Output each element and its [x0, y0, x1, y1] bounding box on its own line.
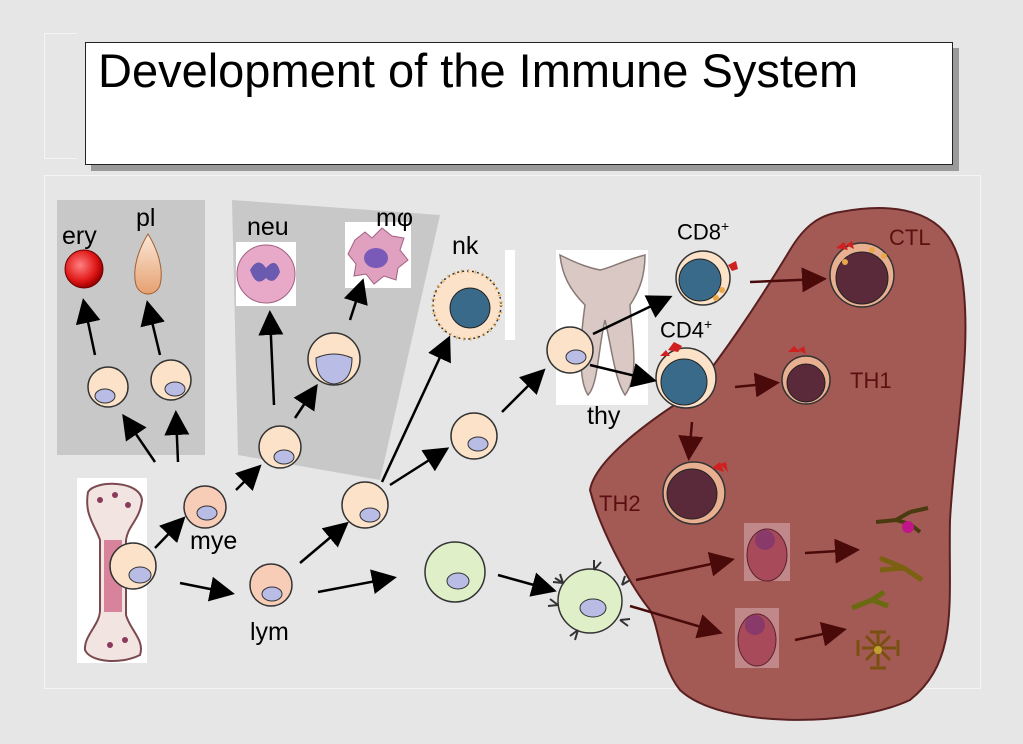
ctl-cell — [829, 241, 895, 308]
content-frame — [44, 175, 981, 689]
neu-precursor-cell — [258, 425, 302, 469]
effector-arrows — [629, 267, 860, 647]
antibody-aggregate-icon — [856, 630, 900, 670]
plasma-cell-2 — [735, 608, 779, 668]
label-cd8: CD8+ — [677, 218, 730, 245]
erythrocyte — [64, 249, 104, 289]
cd8-t-cell — [675, 250, 738, 306]
th1-cell — [781, 346, 831, 405]
platelet — [134, 233, 162, 295]
lym-progenitor-cell — [249, 563, 293, 607]
macrophage — [345, 222, 411, 288]
label-cd4: CD4+ — [660, 316, 713, 343]
label-mphi: mφ — [376, 204, 414, 232]
antibody-icon-1 — [879, 555, 924, 583]
plasma-cell-1 — [744, 523, 790, 582]
label-thy: thy — [587, 402, 621, 430]
b-cell — [547, 560, 631, 641]
page-title: Development of the Immune System — [98, 44, 859, 97]
label-pl: pl — [136, 204, 156, 232]
title-frame — [44, 33, 77, 159]
t-precursor-cell — [450, 412, 498, 460]
antibody-icon-2 — [851, 589, 889, 611]
thymocyte-cell — [546, 326, 594, 374]
nk-cell — [431, 269, 503, 341]
mye-progenitor-cell — [183, 485, 227, 529]
label-th2: TH2 — [599, 491, 641, 516]
label-ctl: CTL — [889, 225, 931, 250]
pl-precursor-cell — [150, 359, 192, 401]
th2-cell — [662, 461, 728, 525]
b-precursor-cell — [424, 541, 486, 603]
lymphoid-precursor-cell — [341, 481, 389, 529]
label-nk: nk — [452, 232, 479, 260]
nk-white-strip — [505, 250, 515, 340]
cd4-t-cell — [655, 342, 717, 409]
title-box: Development of the Immune System — [85, 42, 953, 165]
label-ery: ery — [62, 222, 97, 250]
label-mye: mye — [190, 527, 238, 555]
antibody-complex-icon — [875, 506, 929, 534]
label-neu: neu — [247, 213, 289, 241]
label-th1: TH1 — [850, 368, 892, 393]
neutrophil — [236, 242, 296, 306]
label-lym: lym — [250, 618, 289, 646]
ery-precursor-cell — [87, 366, 129, 408]
monocyte-cell — [307, 332, 361, 386]
hematopoietic-stem-cell — [109, 542, 157, 590]
lineage-arrows — [75, 278, 673, 602]
